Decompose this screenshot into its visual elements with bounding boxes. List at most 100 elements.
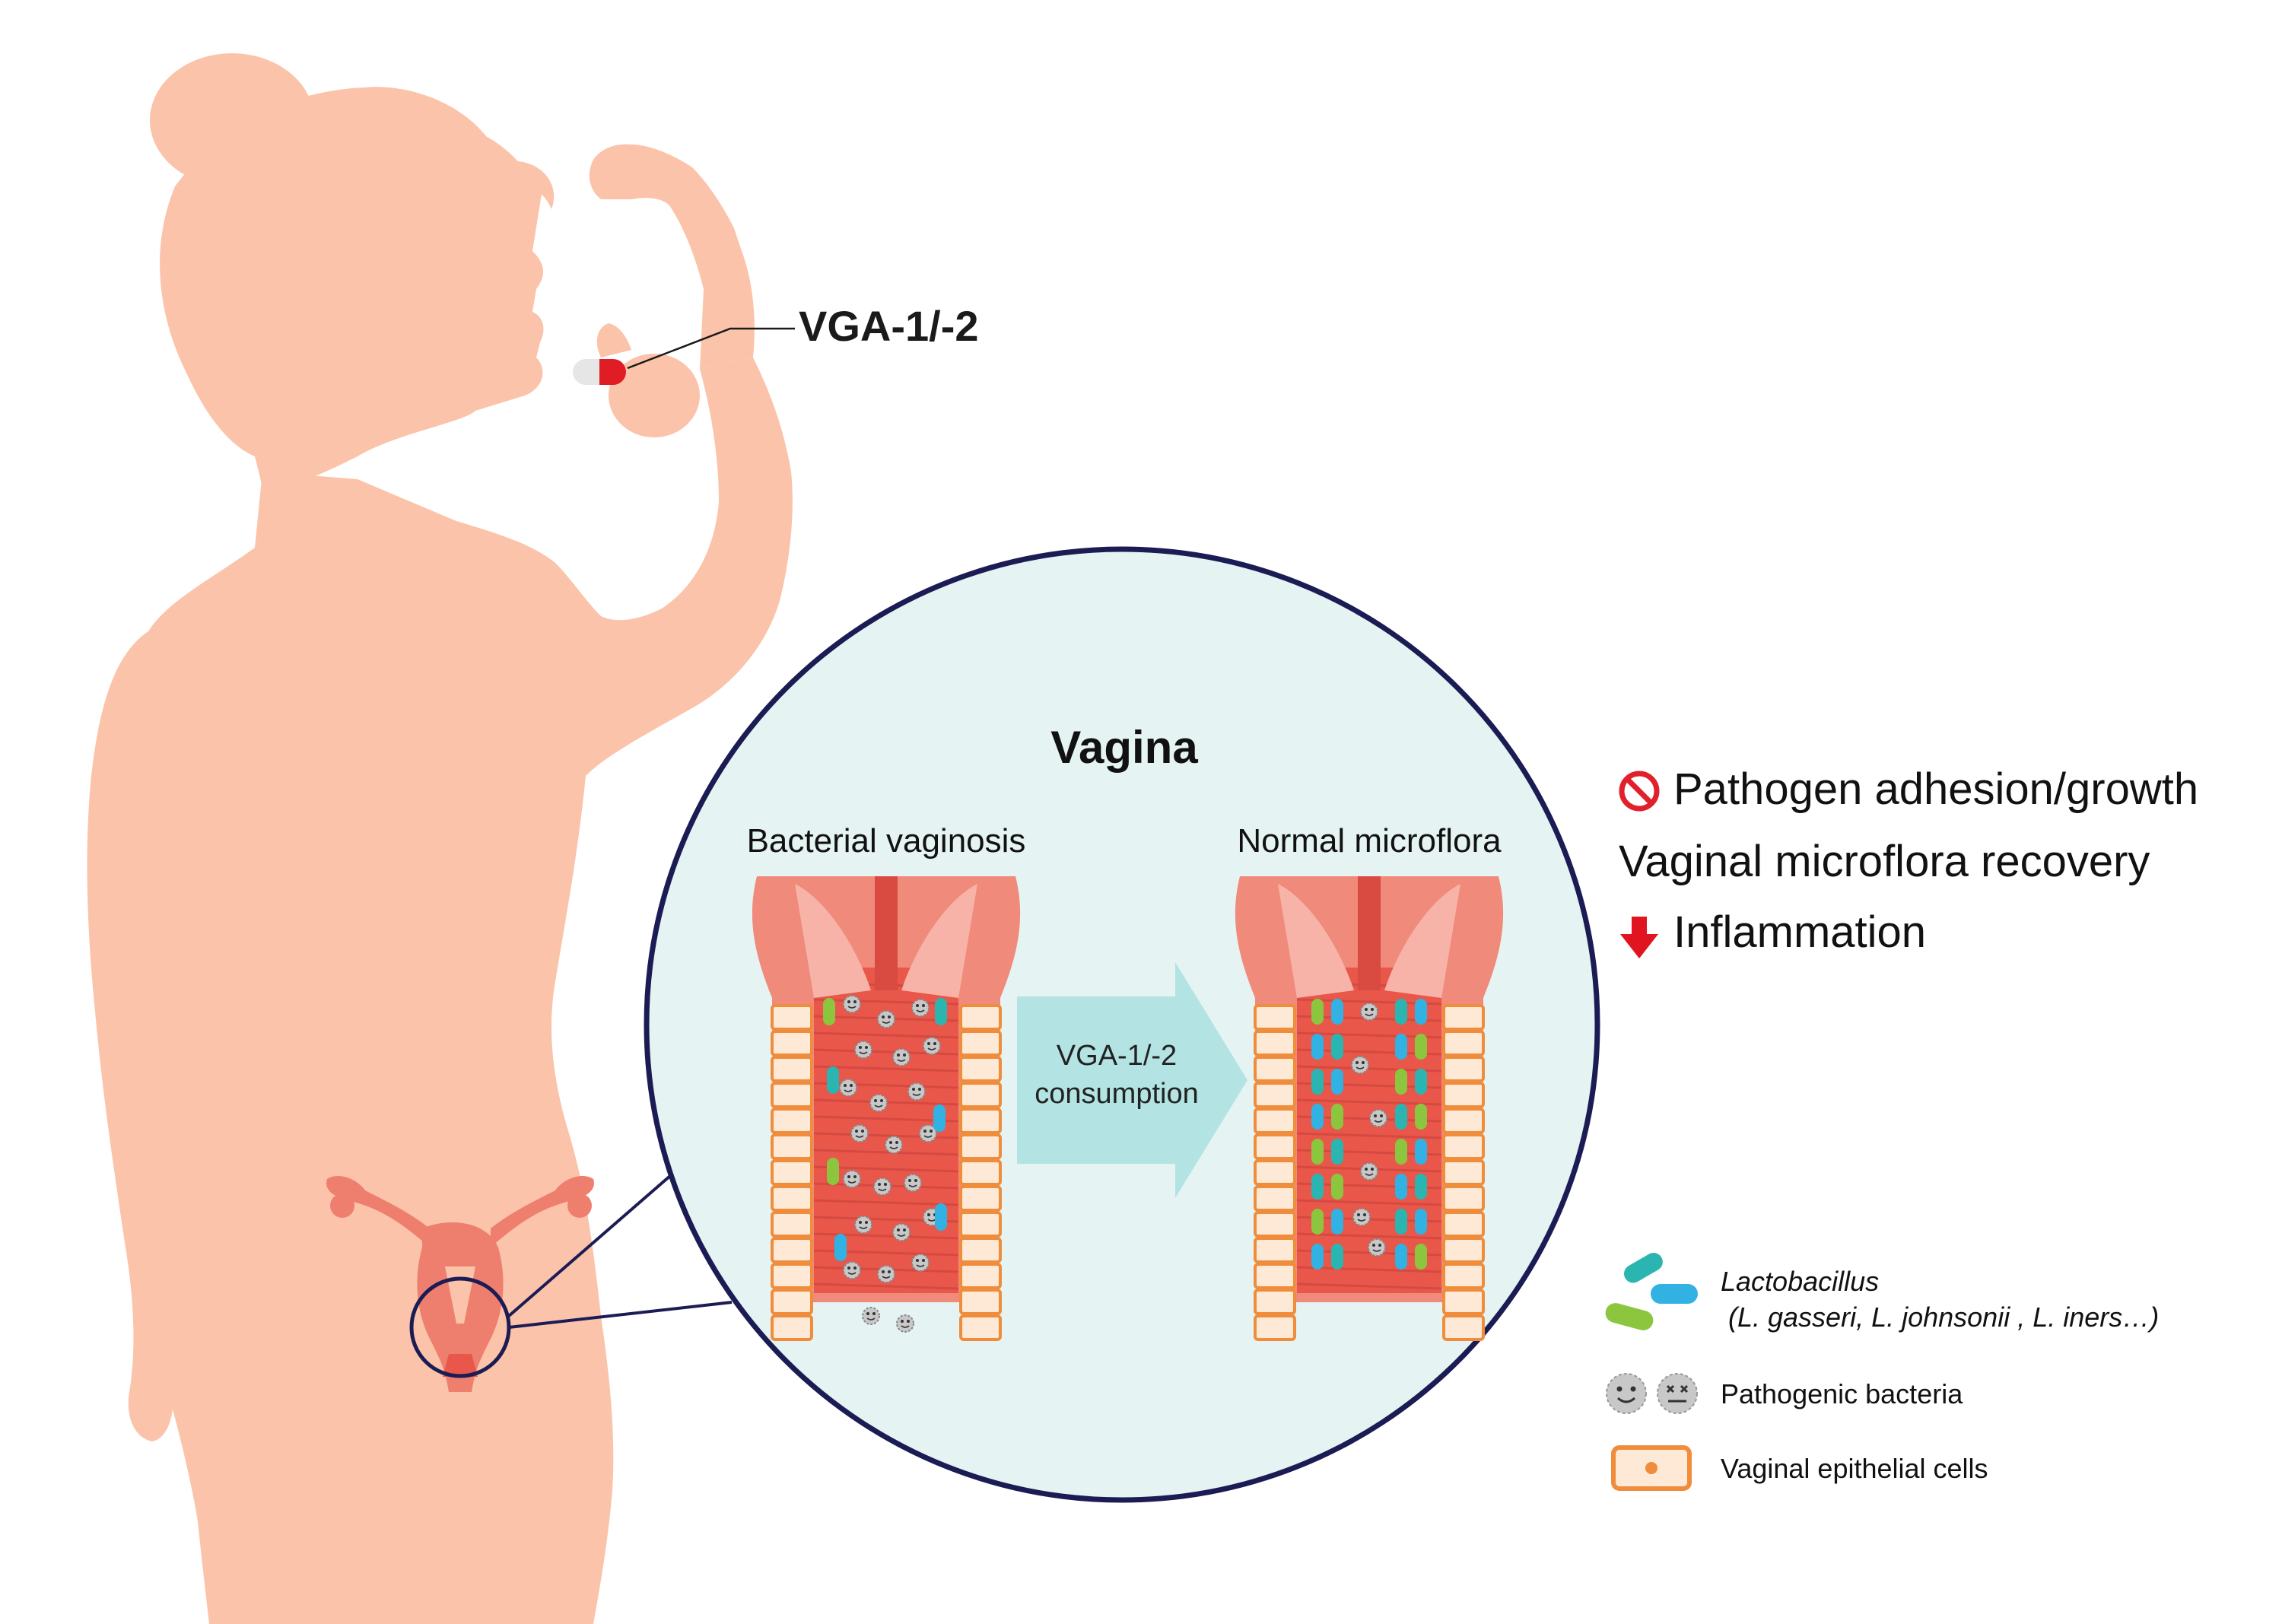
- epithelial-cell-right: [1442, 1030, 1485, 1057]
- pathogen-bacterium: [843, 995, 861, 1013]
- epithelial-cell-right: [959, 1004, 1002, 1031]
- lactobacillus-bacterium: [1311, 1209, 1324, 1235]
- lactobacillus-bacterium: [1415, 1244, 1427, 1270]
- lactobacillus-bacterium: [1415, 1034, 1427, 1060]
- lactobacillus-bacterium: [827, 1158, 839, 1185]
- epithelial-cell-left: [771, 1056, 813, 1082]
- lactobacillus-bacterium: [1311, 999, 1324, 1025]
- normal-microflora-panel: [1235, 876, 1504, 1341]
- epithelial-cell-right: [959, 1211, 1002, 1238]
- pathogen-bacterium: [854, 1216, 872, 1234]
- lactobacillus-bacterium: [935, 998, 947, 1025]
- pathogen-bacterium: [862, 1307, 880, 1325]
- arrow-label-line1: VGA-1/-2: [1057, 1040, 1177, 1072]
- pathogen-bacterium: [907, 1082, 926, 1101]
- pathogen-bacterium: [923, 1037, 941, 1055]
- legend-pathogen-label: Pathogenic bacteria: [1721, 1378, 1963, 1409]
- lactobacillus-bacterium: [1311, 1034, 1324, 1060]
- lactobacillus-bacterium: [1331, 1069, 1343, 1095]
- pathogen-bacterium: [892, 1223, 911, 1241]
- pathogen-bacterium: [1360, 1162, 1378, 1181]
- epithelial-cell-right: [1442, 1133, 1485, 1160]
- epithelial-cell-right: [1442, 1159, 1485, 1186]
- pathogen-bacterium: [877, 1265, 895, 1283]
- lactobacillus-bacterium: [1331, 1174, 1343, 1200]
- epithelial-cell-right: [1442, 1185, 1485, 1212]
- canal-center-fold: [875, 876, 898, 990]
- epithelial-cell-left: [1254, 1314, 1296, 1341]
- epithelial-cell-left: [1254, 1185, 1296, 1212]
- epithelial-cell-left: [1254, 1030, 1296, 1057]
- lactobacillus-bacterium: [1395, 1174, 1407, 1200]
- epithelial-cell-left: [771, 1159, 813, 1186]
- epithelial-cell-left: [1254, 1237, 1296, 1263]
- epithelial-cell-legend-icon: [1611, 1445, 1692, 1491]
- epithelial-cell-right: [1442, 1314, 1485, 1341]
- epithelial-cell-right: [1442, 1056, 1485, 1082]
- pathogen-bacterium: [919, 1124, 937, 1143]
- epithelial-cell-right: [1442, 1289, 1485, 1315]
- bacterial-vaginosis-panel: [752, 876, 1021, 1341]
- pathogen-bacterium: [843, 1170, 861, 1188]
- lactobacillus-bacterium: [933, 1104, 946, 1132]
- pathogen-bacterium: [869, 1094, 888, 1112]
- epithelial-cell-right: [959, 1263, 1002, 1289]
- epithelial-cell-right: [959, 1185, 1002, 1212]
- epithelial-cell-right: [1442, 1004, 1485, 1031]
- epithelial-cell-left: [1254, 1108, 1296, 1134]
- panel-left-label: Bacterial vaginosis: [747, 822, 1026, 860]
- lactobacillus-bacterium: [827, 1066, 839, 1094]
- effect-3-text: Inflammation: [1673, 907, 1926, 957]
- pathogen-bacterium: [1368, 1238, 1386, 1257]
- muscle-fold-left: [795, 884, 871, 998]
- legend-lactobacillus-species: (L. gasseri, L. johnsonii , L. iners…): [1728, 1301, 2159, 1333]
- epithelial-cell-left: [771, 1082, 813, 1108]
- lactobacillus-bacterium: [1311, 1139, 1324, 1165]
- lactobacillus-bacterium: [1311, 1104, 1324, 1130]
- lactobacillus-bacterium: [1395, 1209, 1407, 1235]
- epithelial-cell-right: [1442, 1108, 1485, 1134]
- panel-right-label: Normal microflora: [1237, 822, 1502, 860]
- lactobacillus-bacterium: [1331, 1244, 1343, 1270]
- capsule-icon: [573, 359, 626, 385]
- epithelial-cell-right: [959, 1159, 1002, 1186]
- lactobacillus-legend-icon: [1605, 1253, 1698, 1330]
- lactobacillus-bacterium: [1331, 1139, 1343, 1165]
- pathogen-bacterium: [1360, 1003, 1378, 1021]
- epithelial-cell-right: [959, 1237, 1002, 1263]
- epithelial-cell-left: [1254, 1004, 1296, 1031]
- lactobacillus-bacterium: [1395, 1244, 1407, 1270]
- lactobacillus-bacterium: [1395, 1104, 1407, 1130]
- lactobacillus-bacterium: [1415, 1174, 1427, 1200]
- capsule-label: VGA-1/-2: [799, 302, 979, 350]
- lactobacillus-bacterium: [1395, 999, 1407, 1025]
- epithelial-cell-right: [959, 1108, 1002, 1134]
- lactobacillus-bacterium: [823, 998, 835, 1025]
- lactobacillus-bacterium: [1331, 1209, 1343, 1235]
- lactobacillus-bacterium: [1415, 1104, 1427, 1130]
- lactobacillus-bacterium: [1415, 999, 1427, 1025]
- epithelial-cell-left: [771, 1108, 813, 1134]
- epithelial-cell-right: [959, 1030, 1002, 1057]
- pathogen-bacterium: [911, 999, 930, 1017]
- epithelial-cell-right: [959, 1133, 1002, 1160]
- epithelial-cell-left: [771, 1289, 813, 1315]
- lactobacillus-bacterium: [1415, 1069, 1427, 1095]
- pathogen-bacterium: [911, 1254, 930, 1272]
- epithelial-cell-left: [771, 1133, 813, 1160]
- canal-center-fold: [1358, 876, 1381, 990]
- zoom-line-bottom: [508, 1301, 733, 1329]
- pathogen-bacterium: [1352, 1208, 1371, 1226]
- prohibited-icon: [1619, 771, 1660, 812]
- lactobacillus-bacterium: [1395, 1034, 1407, 1060]
- zoom-line-top: [507, 1174, 672, 1317]
- epithelial-cell-right: [1442, 1237, 1485, 1263]
- epithelial-cell-left: [771, 1263, 813, 1289]
- lactobacillus-bacterium: [1331, 999, 1343, 1025]
- epithelial-cell-left: [1254, 1211, 1296, 1238]
- epithelial-cell-left: [1254, 1263, 1296, 1289]
- pathogen-legend-icon: [1606, 1373, 1698, 1414]
- epithelial-cell-right: [1442, 1263, 1485, 1289]
- epithelial-cell-left: [771, 1185, 813, 1212]
